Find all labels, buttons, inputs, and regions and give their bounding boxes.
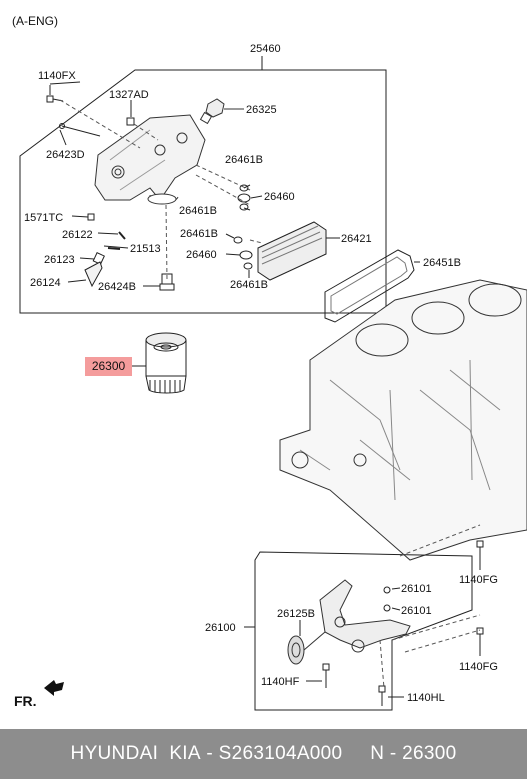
stud-26423d-drawing [59, 123, 101, 146]
oil-cooler-drawing [257, 221, 340, 281]
label-1140fg-b: 1140FG [459, 661, 498, 673]
label-26461b-b: 26461B [179, 205, 217, 217]
label-26421: 26421 [341, 233, 372, 245]
label-26460-a: 26460 [264, 191, 295, 203]
gasket-drawing [324, 249, 420, 323]
label-1140fx: 1140FX [38, 70, 76, 82]
label-26451b: 26451B [423, 257, 461, 269]
footer-part-number: S263104A000 [218, 743, 343, 764]
bolt-1140hf [306, 663, 330, 688]
bolt-1140fg-b [476, 627, 484, 656]
label-1140hl: 1140HL [407, 692, 445, 704]
engine-block-drawing [279, 279, 527, 561]
highlighted-part-box [85, 357, 132, 376]
label-26424b: 26424B [98, 281, 136, 293]
footer-oem-number: 26300 [402, 743, 457, 764]
label-26122: 26122 [62, 229, 93, 241]
filter-housing-drawing [94, 114, 206, 205]
direction-label: FR. [14, 693, 37, 709]
footer-oem-prefix: N - [370, 743, 403, 764]
label-26423d: 26423D [46, 149, 85, 161]
label-1327ad: 1327AD [109, 89, 149, 101]
bolt-1140hl [378, 685, 404, 706]
label-1140hf: 1140HF [261, 676, 300, 688]
label-26124: 26124 [30, 277, 61, 289]
label-1140fg-a: 1140FG [459, 574, 498, 586]
label-26325: 26325 [246, 104, 277, 116]
label-26101-b: 26101 [401, 605, 432, 617]
pressure-sensor-drawing [199, 98, 244, 125]
footer-separator: - [200, 743, 219, 764]
label-26460-b: 26460 [186, 249, 217, 261]
footer-brand: HYUNDAI KIA [70, 743, 201, 764]
label-26100: 26100 [205, 622, 236, 634]
highlighted-part-label[interactable]: 26300 [91, 359, 126, 373]
label-26461b-d: 26461B [230, 279, 268, 291]
module-box [19, 69, 387, 314]
label-26101-a: 26101 [401, 583, 432, 595]
bolt-1140fx-drawing [46, 85, 64, 103]
label-26125b: 26125B [277, 608, 315, 620]
label-21513: 21513 [130, 243, 161, 255]
label-26461b-a: 26461B [225, 154, 263, 166]
label-25460: 25460 [250, 43, 281, 55]
footer-spacer [342, 743, 370, 765]
footer-bar: HYUNDAI KIA - S263104A000 N - 26300 [0, 729, 527, 779]
pump-box [254, 551, 473, 711]
bolt-1140fg-a [476, 540, 484, 570]
label-26123: 26123 [44, 254, 75, 266]
engine-code: (A-ENG) [12, 14, 58, 28]
nut-1327ad-drawing [126, 100, 135, 126]
label-26461b-c: 26461B [180, 228, 218, 240]
oil-filter-drawing [132, 332, 187, 394]
label-1571tc: 1571TC [24, 212, 63, 224]
valve-26123-drawing [84, 252, 105, 288]
front-arrow-icon [44, 680, 64, 696]
bolt-26424b-drawing [159, 273, 175, 291]
oil-pump-drawing [287, 579, 411, 665]
